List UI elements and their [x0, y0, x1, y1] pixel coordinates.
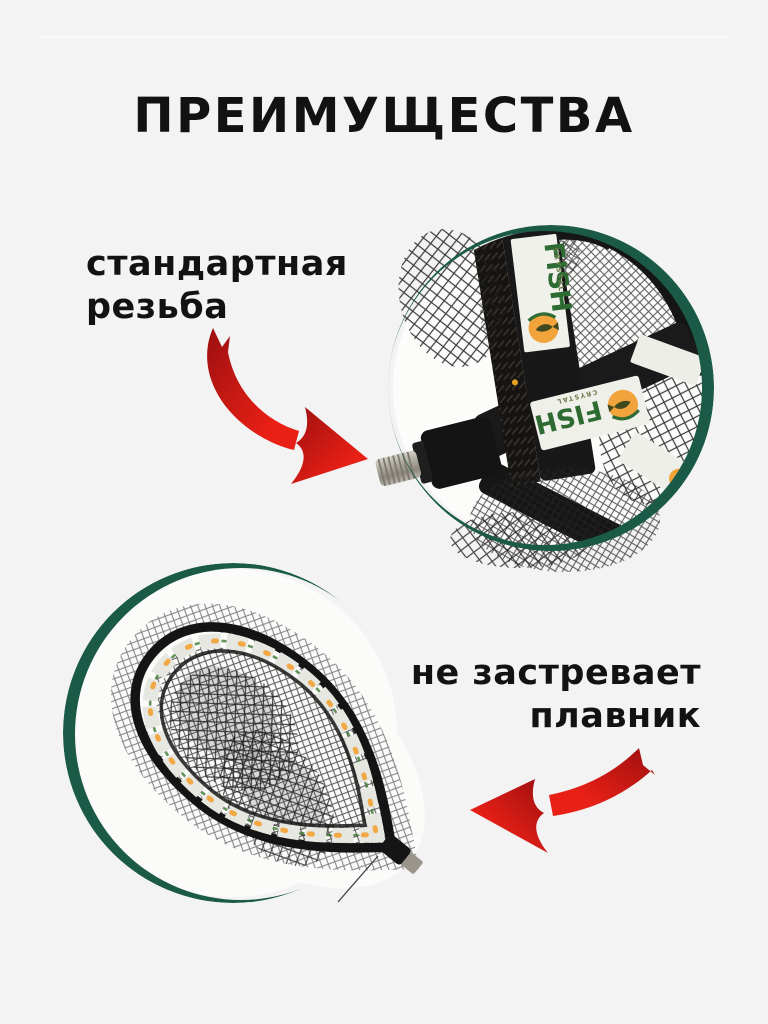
- callout-fin-safe-line1: не застревает: [410, 653, 701, 693]
- callout-standard-thread-line1: стандартная: [86, 244, 348, 284]
- red-arrow-left: [470, 748, 655, 853]
- callout-standard-thread-line2: резьба: [86, 286, 229, 327]
- mesh-shadow: [237, 749, 326, 830]
- hoop-handle: [379, 834, 423, 874]
- hoop-group: [63, 553, 476, 944]
- handle-block: [379, 834, 411, 865]
- net-screw-thread-photo: FISH CRYSTAL FISH CRYSTAL: [375, 225, 714, 572]
- callout-standard-thread: стандартная резьба: [86, 243, 348, 328]
- handle-metal-tip: [401, 852, 423, 874]
- mesh-shadow: [176, 666, 278, 762]
- net-hoop-photo: [63, 553, 476, 944]
- green-arc-ring: [388, 225, 714, 551]
- page-title: ПРЕИМУЩЕСТВА: [133, 88, 635, 144]
- background-seam: [40, 36, 728, 38]
- callout-fin-safe: не застревает плавник: [411, 652, 701, 737]
- red-arrow-down-right: [207, 328, 368, 484]
- stray-mesh-string: [337, 855, 379, 903]
- callout-fin-safe-line2: плавник: [529, 695, 701, 736]
- thread-ridges: [377, 451, 415, 487]
